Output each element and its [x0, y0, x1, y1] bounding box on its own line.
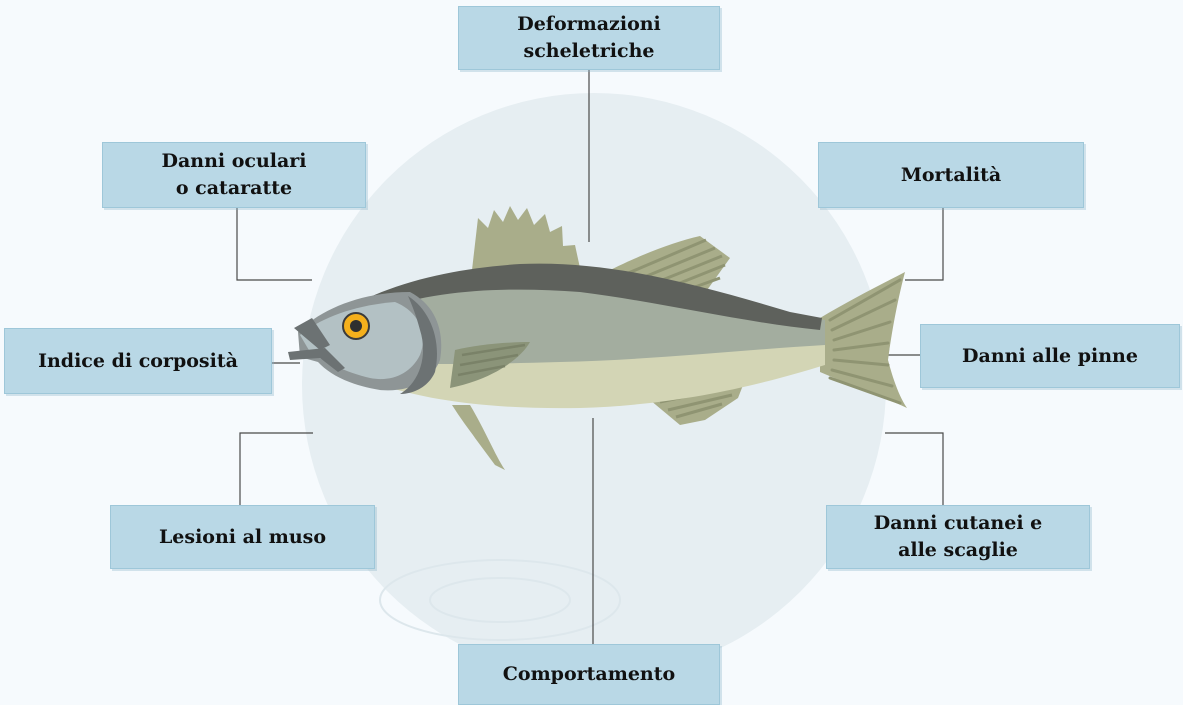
- label-lesioni-text: Lesioni al muso: [159, 524, 326, 551]
- label-danni-oculari-line1: Danni oculari: [161, 148, 306, 175]
- label-danni-cutanei: Danni cutanei e alle scaglie: [826, 505, 1090, 569]
- label-deformazioni-scheletriche: Deformazioni scheletriche: [458, 6, 720, 70]
- label-danni-cutanei-line1: Danni cutanei e: [874, 510, 1043, 537]
- label-lesioni-muso: Lesioni al muso: [110, 505, 375, 569]
- leader-danni-oculari: [237, 208, 312, 280]
- label-danni-oculari: Danni oculari o cataratte: [102, 142, 366, 208]
- label-mortalita: Mortalità: [818, 142, 1084, 208]
- label-comportamento: Comportamento: [458, 644, 720, 705]
- leader-danni-cutanei: [885, 433, 943, 505]
- fish-eye-pupil: [350, 320, 362, 332]
- label-deformazioni-line1: Deformazioni: [517, 11, 661, 38]
- label-deformazioni-line2: scheletriche: [517, 38, 661, 65]
- label-comportamento-text: Comportamento: [503, 661, 675, 688]
- label-danni-cutanei-line2: alle scaglie: [874, 537, 1043, 564]
- leader-mortalita: [905, 208, 943, 280]
- label-danni-pinne-text: Danni alle pinne: [962, 343, 1138, 370]
- label-danni-pinne: Danni alle pinne: [920, 324, 1180, 388]
- leader-lesioni: [240, 433, 313, 505]
- label-indice-text: Indice di corposità: [38, 348, 238, 375]
- label-danni-oculari-line2: o cataratte: [161, 175, 306, 202]
- label-mortalita-text: Mortalità: [901, 162, 1001, 189]
- label-indice-corposita: Indice di corposità: [4, 328, 272, 394]
